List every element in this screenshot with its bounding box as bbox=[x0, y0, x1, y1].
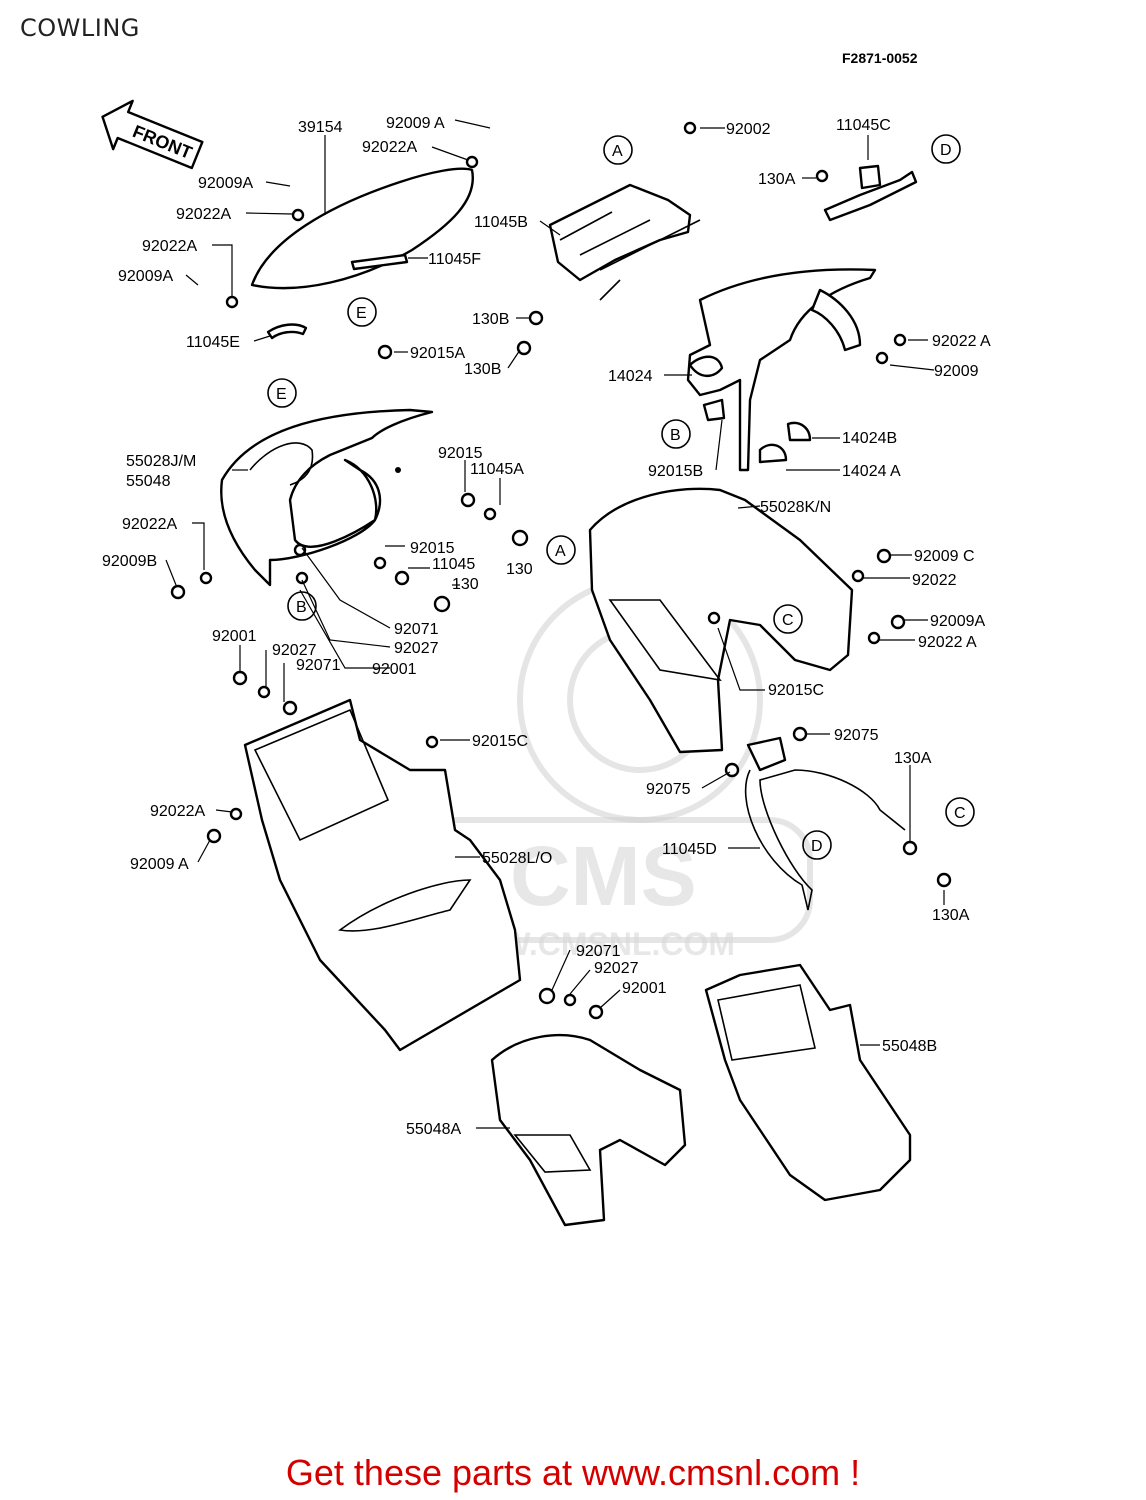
bracket-11045c bbox=[823, 164, 918, 222]
part-label: 92015C bbox=[472, 733, 528, 750]
inner-panel-14024 bbox=[686, 268, 877, 472]
trim-11045e bbox=[266, 323, 308, 340]
part-label: 92071 bbox=[296, 657, 341, 674]
front-arrow: FRONT bbox=[101, 99, 204, 170]
part-label: 92015B bbox=[648, 463, 703, 480]
part-label: 130 bbox=[452, 576, 479, 593]
upper-cowl-55028jm bbox=[220, 408, 434, 587]
watermark-logo: CMS bbox=[510, 829, 697, 923]
part-label: 130B bbox=[472, 311, 509, 328]
part-label: 55028K/N bbox=[760, 499, 831, 516]
part-label: 92009A bbox=[198, 175, 253, 192]
part-label: 92027 bbox=[272, 642, 317, 659]
part-label: 39154 bbox=[298, 119, 343, 136]
callout-e: E bbox=[276, 386, 287, 403]
lower-cowl-55028lo bbox=[243, 698, 522, 1052]
part-label: 92009 bbox=[934, 363, 979, 380]
leader-lines bbox=[165, 119, 945, 1129]
part-label: 92027 bbox=[394, 640, 439, 657]
callout-b: B bbox=[670, 427, 681, 444]
callout-d: D bbox=[811, 838, 823, 855]
bracket-11045f bbox=[350, 253, 409, 271]
stay-11045d bbox=[744, 736, 906, 911]
page-title: COWLING bbox=[20, 14, 140, 42]
part-label: 92009 C bbox=[914, 548, 975, 565]
part-label: 92009B bbox=[102, 553, 157, 570]
part-label: 92009 A bbox=[130, 856, 189, 873]
part-label: 14024 A bbox=[842, 463, 901, 480]
part-label: 92022A bbox=[176, 206, 231, 223]
part-label: 11045F bbox=[428, 251, 481, 268]
part-label: 130A bbox=[758, 171, 796, 188]
part-label: 92071 bbox=[576, 943, 621, 960]
part-label: 130A bbox=[894, 750, 932, 767]
part-label: 92027 bbox=[594, 960, 639, 977]
part-label: 11045B bbox=[474, 214, 528, 231]
part-label: 92075 bbox=[834, 727, 879, 744]
part-label: 92009A bbox=[118, 268, 173, 285]
part-label: 92001 bbox=[212, 628, 257, 645]
part-label: 92001 bbox=[622, 980, 667, 997]
part-labels: 39154 92009 A 92022A 92009A 92022A 92022… bbox=[102, 115, 991, 1138]
part-label: 55048 bbox=[126, 473, 171, 490]
part-label: 14024 bbox=[608, 368, 653, 385]
part-label: 55048B bbox=[882, 1038, 937, 1055]
lower-panel-55048a bbox=[490, 1034, 687, 1227]
part-label: 11045E bbox=[186, 334, 240, 351]
callout-b: B bbox=[296, 599, 307, 616]
part-label: 130B bbox=[464, 361, 501, 378]
part-label: 11045 bbox=[432, 556, 475, 573]
footer-link[interactable]: Get these parts at www.cmsnl.com ! bbox=[285, 1452, 861, 1493]
side-cowl-55028kn bbox=[588, 487, 854, 754]
windscreen-39154 bbox=[250, 167, 475, 290]
callout-c: C bbox=[782, 612, 794, 629]
callout-a: A bbox=[555, 543, 566, 560]
part-label: 92015 bbox=[438, 445, 483, 462]
callout-d: D bbox=[940, 142, 952, 159]
part-label: 11045C bbox=[836, 117, 891, 134]
part-label: 92001 bbox=[372, 661, 417, 678]
part-label: 92015A bbox=[410, 345, 465, 362]
part-label: 11045D bbox=[662, 841, 717, 858]
part-label: 92022A bbox=[362, 139, 417, 156]
part-label: 92015C bbox=[768, 682, 824, 699]
part-label: 130 bbox=[506, 561, 533, 578]
letter-callouts: A A B B C C D D E E bbox=[267, 134, 975, 860]
part-label: 92022 A bbox=[932, 333, 991, 350]
callout-a: A bbox=[612, 143, 623, 160]
frame-11045b bbox=[548, 183, 701, 301]
callout-e: E bbox=[356, 305, 367, 322]
part-label: 55028L/O bbox=[482, 850, 552, 867]
part-label: 92022 bbox=[912, 572, 957, 589]
part-label: 55028J/M bbox=[126, 453, 196, 470]
part-label: 55048A bbox=[406, 1121, 461, 1138]
part-label: 92071 bbox=[394, 621, 439, 638]
part-label: 92002 bbox=[726, 121, 771, 138]
part-label: 92022A bbox=[122, 516, 177, 533]
part-label: 92009A bbox=[930, 613, 985, 630]
callout-c: C bbox=[954, 805, 966, 822]
part-label: 130A bbox=[932, 907, 970, 924]
part-label: 92022A bbox=[150, 803, 205, 820]
part-label: 92022A bbox=[142, 238, 197, 255]
lower-panel-55048b bbox=[704, 963, 912, 1202]
part-label: 14024B bbox=[842, 430, 897, 447]
part-label: 92009 A bbox=[386, 115, 445, 132]
hardware bbox=[170, 121, 952, 1020]
figure-code: F2871-0052 bbox=[842, 50, 918, 66]
part-label: 11045A bbox=[470, 461, 524, 478]
part-label: 92022 A bbox=[918, 634, 977, 651]
part-label: 92075 bbox=[646, 781, 691, 798]
part-label: 92015 bbox=[410, 540, 455, 557]
